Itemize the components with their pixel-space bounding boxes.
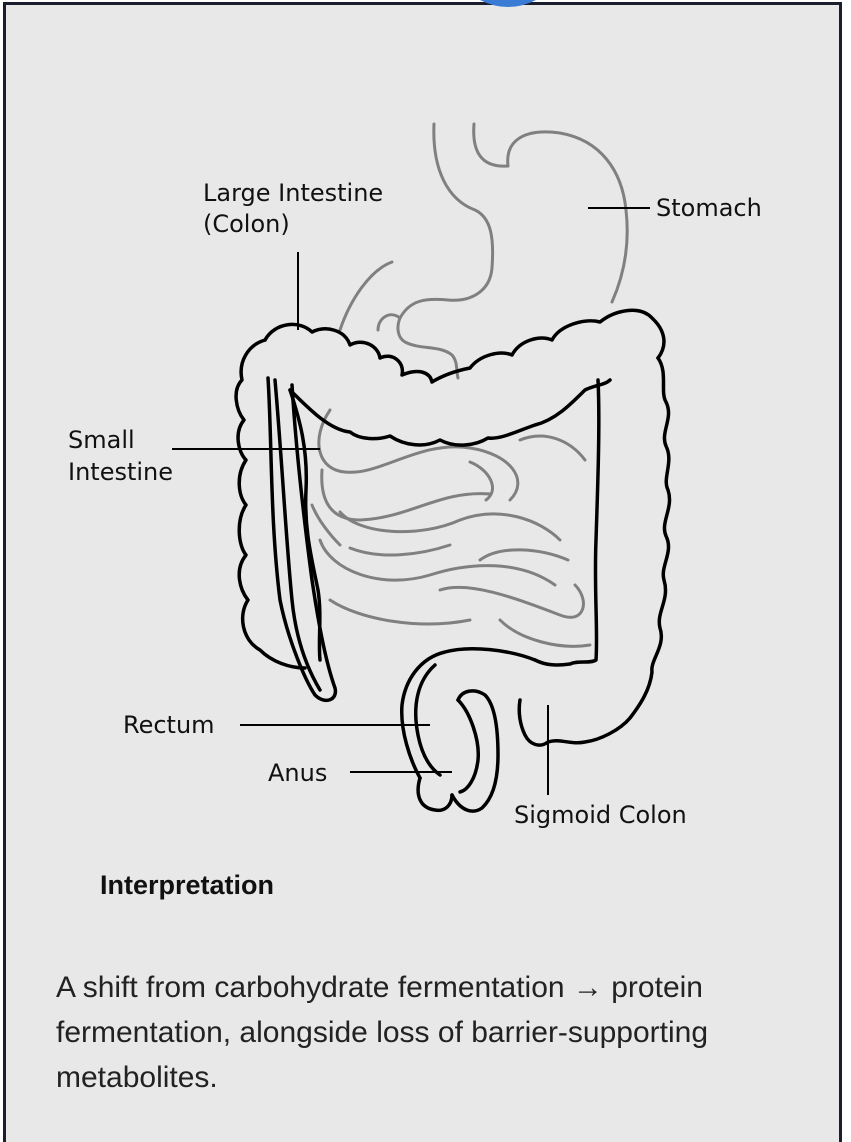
interpretation-body: A shift from carbohydrate fermentation →…	[56, 965, 756, 1100]
large-intestine	[236, 310, 669, 811]
small-intestine-label: Small	[68, 426, 135, 454]
stomach-label: Stomach	[656, 194, 762, 222]
large-intestine-label-sub: (Colon)	[203, 210, 290, 238]
stomach	[378, 124, 627, 378]
large-intestine-label: Large Intestine	[203, 179, 383, 207]
sigmoid-colon-label: Sigmoid Colon	[514, 801, 687, 829]
interpretation-heading: Interpretation	[100, 870, 274, 901]
small-intestine	[312, 262, 590, 646]
rectum-label: Rectum	[123, 711, 215, 739]
anus-label: Anus	[268, 759, 327, 787]
small-intestine-label-sub: Intestine	[68, 458, 173, 486]
digestive-system-diagram: Large Intestine (Colon) Stomach Small In…	[0, 0, 851, 880]
